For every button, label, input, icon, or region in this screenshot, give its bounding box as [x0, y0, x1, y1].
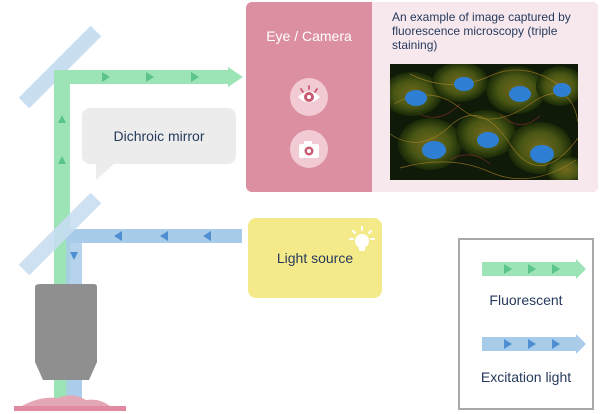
legend-excitation-swatch: [482, 334, 586, 354]
fluorescent-beam-arrowhead: [228, 67, 243, 87]
excitation-arrows: [70, 231, 211, 260]
image-caption: An example of image captured by fluoresc…: [392, 10, 571, 52]
eye-camera-label: Eye / Camera: [266, 28, 352, 44]
dichroic-mirror: [18, 192, 102, 276]
legend-fluorescent-swatch: [482, 259, 586, 279]
callout-pointer: [96, 162, 116, 180]
light-source-label: Light source: [276, 250, 354, 266]
fluorescence-micrograph: [390, 64, 578, 180]
fluorescent-beam-horizontal: [54, 70, 228, 84]
eye-icon: [290, 78, 328, 116]
fluorescent-arrows: [58, 72, 199, 164]
sample-stage: [14, 406, 126, 411]
legend-excitation-label: Excitation light: [480, 369, 572, 385]
objective-tip: [35, 362, 97, 380]
sample: [22, 395, 110, 406]
dichroic-mirror-label: Dichroic mirror: [113, 128, 205, 144]
light-bulb-icon: [349, 226, 375, 251]
camera-icon: [290, 130, 328, 168]
dichroic-mirror-callout: Dichroic mirror: [82, 108, 236, 164]
excitation-beam-horizontal: [66, 229, 242, 243]
top-mirror: [18, 25, 102, 109]
objective-body: [35, 284, 97, 362]
legend-fluorescent-label: Fluorescent: [489, 292, 563, 308]
camera-panel: Eye / Camera An example of image capture…: [246, 2, 598, 192]
legend: Fluorescent Excitation light: [458, 238, 594, 410]
light-source-panel: Light source: [248, 218, 382, 298]
